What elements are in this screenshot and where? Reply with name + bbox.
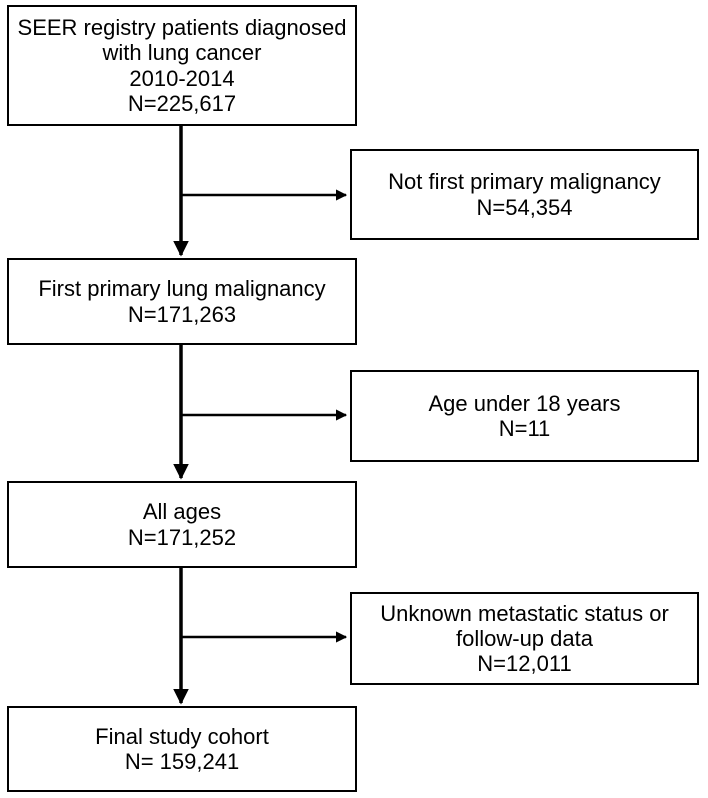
box-not-first-primary-line-2: N=54,354 [476,194,573,220]
box-all-ages: All ages N=171,252 [7,481,357,568]
box-seer-registry-line-1: SEER registry patients diagnosed [17,14,347,40]
box-unknown-metastatic-line-1: Unknown metastatic status or [380,600,669,626]
box-unknown-metastatic-line-3: N=12,011 [477,651,572,677]
box-not-first-primary: Not first primary malignancy N=54,354 [350,149,699,240]
box-seer-registry-line-3: 2010-2014 [129,65,235,91]
box-not-first-primary-line-1: Not first primary malignancy [388,169,661,195]
box-unknown-metastatic: Unknown metastatic status or follow-up d… [350,592,699,685]
box-all-ages-line-2: N=171,252 [127,524,237,550]
box-final-study-cohort-line-2: N= 159,241 [124,749,240,774]
box-seer-registry: SEER registry patients diagnosed with lu… [7,5,357,126]
box-seer-registry-line-4: N=225,617 [127,90,237,116]
box-first-primary-lung-line-1: First primary lung malignancy [38,276,326,302]
box-age-under-18-line-2: N=11 [498,416,551,441]
box-unknown-metastatic-line-2: follow-up data [456,625,593,651]
box-seer-registry-line-2: with lung cancer [102,40,262,66]
box-all-ages-line-1: All ages [142,499,222,525]
box-final-study-cohort: Final study cohort N= 159,241 [7,706,357,792]
box-final-study-cohort-line-1: Final study cohort [95,723,269,749]
box-age-under-18: Age under 18 years N=11 [350,370,699,462]
box-age-under-18-line-1: Age under 18 years [428,390,621,416]
box-first-primary-lung-line-2: N=171,263 [127,301,237,327]
box-first-primary-lung: First primary lung malignancy N=171,263 [7,258,357,345]
